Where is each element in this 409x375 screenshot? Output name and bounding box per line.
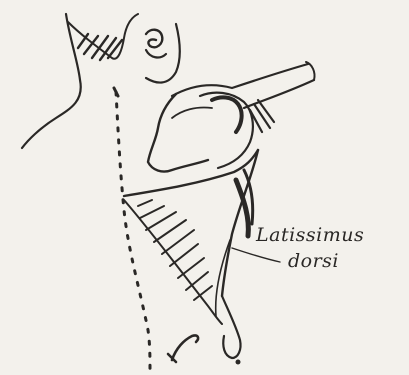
latissimus-hatching: [138, 200, 212, 300]
jaw-outline: [68, 14, 138, 59]
bottom-hook: [172, 335, 198, 360]
spine-dotted-line: [116, 92, 150, 370]
spine-dotted-line-upper: [114, 88, 118, 96]
face-line: [146, 24, 180, 83]
bottom-dot: [236, 360, 241, 365]
label-leader-line: [232, 248, 280, 262]
ear-outline: [146, 30, 162, 48]
label-dorsi: dorsi: [288, 252, 339, 271]
neck-hatching: [78, 34, 122, 60]
shoulder-fold: [200, 93, 253, 168]
shoulder-mass: [148, 94, 208, 172]
ear-lower: [146, 50, 166, 57]
head-outline: [22, 14, 81, 148]
shoulder-inner: [172, 107, 212, 118]
label-latissimus: Latissimus: [256, 226, 364, 245]
lower-loop: [222, 296, 241, 358]
latissimus-medial-edge: [124, 200, 222, 324]
shoulder-dark: [212, 97, 242, 132]
